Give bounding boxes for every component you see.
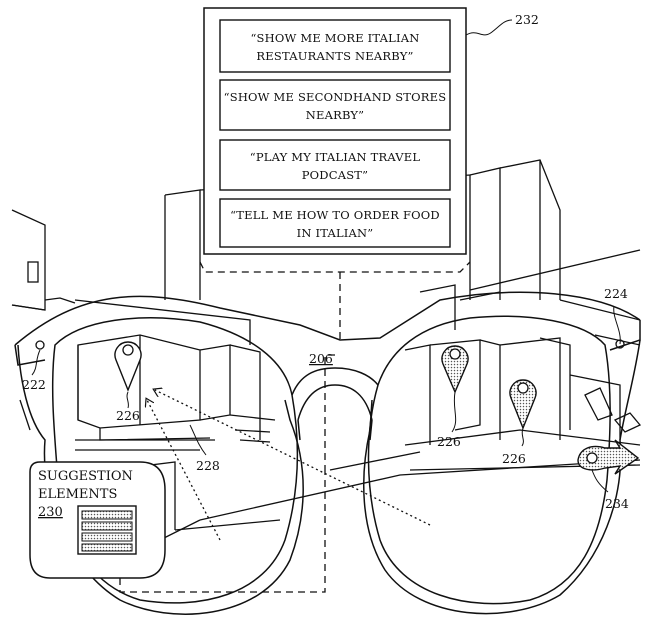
menu-list-icon: [77, 505, 137, 555]
ref-222: 222: [22, 377, 46, 392]
gaze-arrow-right: [155, 390, 431, 526]
suggestion-item-3[interactable]: “PLAY MY ITALIAN TRAVEL PODCAST”: [219, 139, 451, 191]
suggestion-elements-title-line1: SUGGESTION: [38, 469, 133, 484]
location-pin-icon-left[interactable]: [114, 341, 142, 392]
suggestion-item-1-line1: “SHOW ME MORE ITALIAN: [250, 31, 419, 45]
ref-206: 206: [309, 351, 333, 366]
street-scene: [11, 159, 641, 541]
suggestion-item-2-line2: NEARBY”: [306, 108, 365, 122]
left-hinge-screw: [35, 340, 45, 350]
ref-226-left: 226: [116, 408, 140, 423]
suggestion-panel: “SHOW ME MORE ITALIAN RESTAURANTS NEARBY…: [203, 7, 467, 255]
suggestion-item-1-line2: RESTAURANTS NEARBY”: [256, 49, 413, 63]
suggestion-item-3-line2: PODCAST”: [302, 168, 369, 182]
suggestion-item-1[interactable]: “SHOW ME MORE ITALIAN RESTAURANTS NEARBY…: [219, 19, 451, 73]
ref-224: 224: [604, 286, 628, 301]
suggestion-item-2-line1: “SHOW ME SECONDHAND STORES: [224, 90, 447, 104]
ref-228: 228: [196, 458, 220, 473]
glasses-frame: [14, 291, 641, 615]
gaze-arrow-down: [147, 400, 221, 541]
ref-226-right-b: 226: [502, 451, 526, 466]
suggestion-elements-title-line2: ELEMENTS: [38, 487, 117, 502]
direction-arrow-icon[interactable]: [577, 439, 640, 475]
ref-232: 232: [515, 12, 539, 27]
right-lens-scene: [404, 337, 642, 471]
leaders: [31, 305, 621, 493]
location-pin-icon-right-b[interactable]: [509, 379, 537, 430]
left-lens-scene: [75, 334, 281, 531]
suggestion-item-4[interactable]: “TELL ME HOW TO ORDER FOOD IN ITALIAN”: [219, 198, 451, 248]
ref-234: 234: [605, 496, 629, 511]
ref-230: 230: [38, 505, 63, 520]
location-pin-icon-right-a[interactable]: [441, 345, 469, 394]
suggestion-item-3-line1: “PLAY MY ITALIAN TRAVEL: [250, 150, 421, 164]
leader-232: [465, 19, 513, 36]
suggestion-item-4-line2: IN ITALIAN”: [297, 226, 374, 240]
suggestion-item-2[interactable]: “SHOW ME SECONDHAND STORES NEARBY”: [219, 79, 451, 131]
ref-226-right-a: 226: [437, 434, 461, 449]
suggestion-item-4-line1: “TELL ME HOW TO ORDER FOOD: [230, 208, 440, 222]
suggestion-elements-box[interactable]: SUGGESTION ELEMENTS 230: [29, 461, 166, 579]
